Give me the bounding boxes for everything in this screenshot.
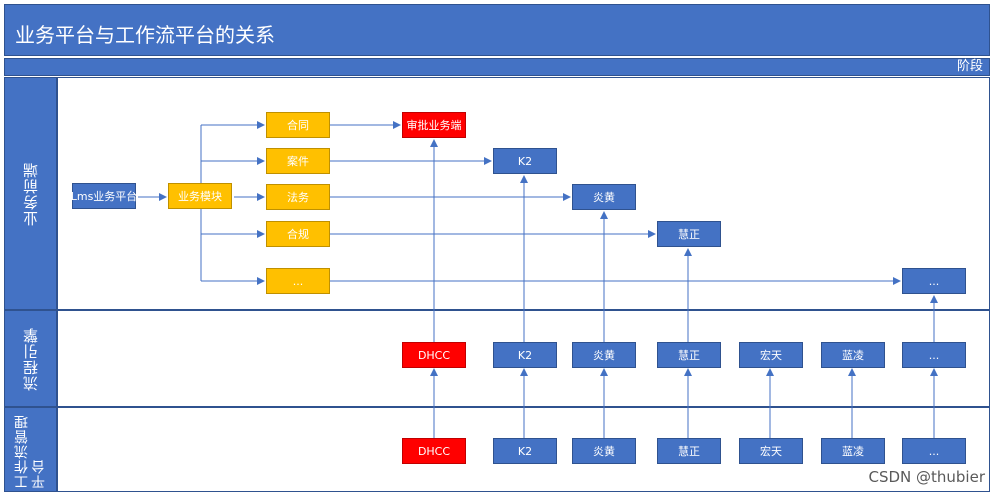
engine-yanhuang-box: 炎黄 xyxy=(572,342,636,368)
business-module-box: 业务模块 xyxy=(168,183,232,209)
front-yanhuang-box: 炎黄 xyxy=(572,184,636,210)
more-category-box: ... xyxy=(266,268,330,294)
approval-endpoint-box: 审批业务端 xyxy=(402,112,466,138)
compliance-box: 合规 xyxy=(266,221,330,247)
platform-more-box: ... xyxy=(902,438,966,464)
platform-dhcc-box: DHCC xyxy=(402,438,466,464)
platform-lanling-box: 蓝凌 xyxy=(821,438,885,464)
platform-huizheng-box: 慧正 xyxy=(657,438,721,464)
front-k2-box: K2 xyxy=(493,148,557,174)
watermark: CSDN @thubier xyxy=(868,468,985,486)
lms-platform-box: Lms业务平台 xyxy=(71,183,137,209)
title-bar: 业务平台与工作流平台的关系 xyxy=(4,4,990,56)
lane-header-engine: 流程引擎 xyxy=(4,310,57,407)
legal-box: 法务 xyxy=(266,184,330,210)
phase-label: 阶段 xyxy=(956,59,983,74)
engine-huizheng-box: 慧正 xyxy=(657,342,721,368)
phase-bar: 阶段 xyxy=(4,58,990,76)
engine-more-box: ... xyxy=(902,342,966,368)
engine-hongtian-box: 宏天 xyxy=(739,342,803,368)
diagram-title: 业务平台与工作流平台的关系 xyxy=(15,23,275,47)
platform-k2-box: K2 xyxy=(493,438,557,464)
platform-hongtian-box: 宏天 xyxy=(739,438,803,464)
lane-header-front: 业务前端 xyxy=(4,77,57,310)
engine-dhcc-box: DHCC xyxy=(402,342,466,368)
platform-yanhuang-box: 炎黄 xyxy=(572,438,636,464)
case-box: 案件 xyxy=(266,148,330,174)
contract-box: 合同 xyxy=(266,112,330,138)
front-huizheng-box: 慧正 xyxy=(657,221,721,247)
engine-lanling-box: 蓝凌 xyxy=(821,342,885,368)
engine-k2-box: K2 xyxy=(493,342,557,368)
front-more-box: ... xyxy=(902,268,966,294)
